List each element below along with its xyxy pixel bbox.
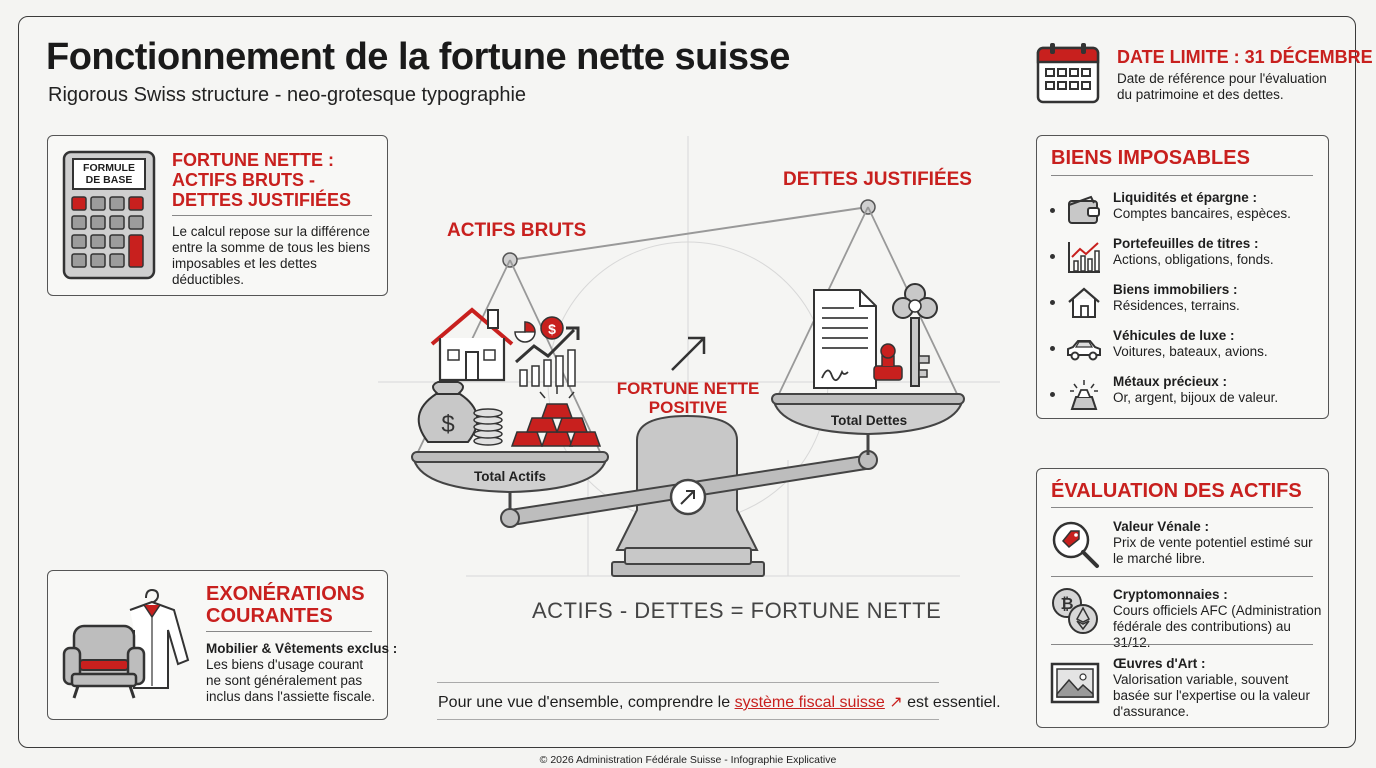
bullet bbox=[1050, 254, 1055, 259]
list-item: Véhicules de luxe : Voitures, bateaux, a… bbox=[1050, 328, 1320, 379]
gold-bars-icon bbox=[510, 403, 602, 447]
list-item: Liquidités et épargne : Comptes bancaire… bbox=[1050, 190, 1320, 241]
divider bbox=[1051, 175, 1313, 176]
assets-pan-label: Total Actifs bbox=[473, 469, 546, 484]
list-item: Biens immobiliers : Résidences, terrains… bbox=[1050, 282, 1320, 333]
biens-panel bbox=[1036, 135, 1329, 419]
divider bbox=[206, 631, 372, 632]
divider bbox=[1051, 644, 1313, 645]
debts-pan-label: Total Dettes bbox=[830, 413, 908, 428]
formula-title: FORTUNE NETTE : ACTIFS BRUTS - DETTES JU… bbox=[172, 150, 352, 210]
artwork-icon bbox=[1050, 662, 1100, 704]
calculator-label: FORMULE DE BASE bbox=[83, 162, 135, 186]
money-bag-icon: $ bbox=[417, 381, 503, 446]
item-label: Portefeuilles de titres : bbox=[1113, 236, 1259, 251]
debts-label: DETTES JUSTIFIÉES bbox=[783, 169, 972, 190]
bullet bbox=[1050, 300, 1055, 305]
page-title: Fonctionnement de la fortune nette suiss… bbox=[46, 36, 790, 78]
fiscal-system-link[interactable]: système fiscal suisse bbox=[734, 694, 885, 711]
note-text: Pour une vue d'ensemble, comprendre le bbox=[438, 694, 735, 711]
item-label: Valeur Vénale : bbox=[1113, 519, 1210, 534]
bullet bbox=[1050, 346, 1055, 351]
divider bbox=[172, 215, 372, 216]
note-text: est essentiel. bbox=[902, 694, 1001, 711]
biens-title: BIENS IMPOSABLES bbox=[1051, 147, 1250, 169]
crypto-icon: ₿ bbox=[1052, 588, 1098, 634]
formula-text: Le calcul repose sur la différence entre… bbox=[172, 224, 371, 287]
list-item: Portefeuilles de titres : Actions, oblig… bbox=[1050, 236, 1320, 287]
item-value: Voitures, bateaux, avions. bbox=[1113, 344, 1268, 359]
item-label: Liquidités et épargne : bbox=[1113, 190, 1258, 205]
deadline-title: DATE LIMITE : 31 DÉCEMBRE bbox=[1117, 47, 1373, 67]
bullet bbox=[1050, 392, 1055, 397]
chart-icon bbox=[1068, 242, 1100, 273]
divider bbox=[1051, 507, 1313, 508]
external-link-icon[interactable]: ↗ bbox=[884, 694, 903, 711]
item-value: Résidences, terrains. bbox=[1113, 298, 1240, 313]
item-value: Valorisation variable, souvent basée sur… bbox=[1113, 672, 1310, 719]
deadline-text: Date de référence pour l'évaluation du p… bbox=[1117, 71, 1327, 102]
house-icon bbox=[1068, 287, 1100, 318]
divider bbox=[437, 719, 939, 720]
balance-scale-illustration: $ $ bbox=[378, 136, 1000, 577]
wallet-icon bbox=[1068, 195, 1100, 224]
exonerations-label: Mobilier & Vêtements exclus : bbox=[206, 641, 398, 656]
gold-icon bbox=[1070, 380, 1098, 410]
divider bbox=[437, 682, 939, 683]
contract-icon bbox=[813, 289, 903, 389]
car-icon bbox=[1067, 340, 1101, 361]
exonerations-text: Les biens d'usage courant ne sont généra… bbox=[206, 657, 376, 704]
item-value: Prix de vente potentiel estimé sur le ma… bbox=[1113, 535, 1313, 566]
result-label: FORTUNE NETTE POSITIVE bbox=[616, 379, 760, 417]
svg-text:$: $ bbox=[548, 321, 556, 337]
list-item: Métaux précieux : Or, argent, bijoux de … bbox=[1050, 374, 1320, 425]
evaluation-title: ÉVALUATION DES ACTIFS bbox=[1051, 480, 1302, 502]
item-label: Biens immobiliers : bbox=[1113, 282, 1238, 297]
bullet bbox=[1050, 208, 1055, 213]
magnifier-tag-icon bbox=[1052, 521, 1099, 568]
armchair-shirt-icon bbox=[62, 588, 190, 699]
calculator-icon bbox=[62, 150, 156, 280]
exonerations-title: EXONÉRATIONS COURANTES bbox=[206, 583, 365, 627]
item-label: Œuvres d'Art : bbox=[1113, 656, 1206, 671]
item-label: Véhicules de luxe : bbox=[1113, 328, 1235, 343]
calendar-icon bbox=[1036, 43, 1100, 104]
item-value: Actions, obligations, fonds. bbox=[1113, 252, 1274, 267]
up-right-arrow-icon bbox=[671, 336, 706, 371]
equation: ACTIFS - DETTES = FORTUNE NETTE bbox=[532, 598, 942, 623]
item-label: Cryptomonnaies : bbox=[1113, 587, 1228, 602]
footer: © 2026 Administration Fédérale Suisse - … bbox=[539, 754, 837, 766]
svg-text:₿: ₿ bbox=[1060, 595, 1073, 613]
house-icon bbox=[430, 307, 514, 382]
divider bbox=[1051, 576, 1313, 577]
item-value: Cours officiels AFC (Administration fédé… bbox=[1113, 603, 1322, 650]
svg-text:$: $ bbox=[441, 411, 454, 438]
assets-label: ACTIFS BRUTS bbox=[447, 220, 587, 241]
page-subtitle: Rigorous Swiss structure - neo-grotesque… bbox=[48, 84, 527, 106]
item-value: Comptes bancaires, espèces. bbox=[1113, 206, 1291, 221]
item-value: Or, argent, bijoux de valeur. bbox=[1113, 390, 1279, 405]
item-label: Métaux précieux : bbox=[1113, 374, 1228, 389]
bottom-note: Pour une vue d'ensemble, comprendre le s… bbox=[438, 692, 1001, 712]
key-icon bbox=[892, 283, 938, 387]
growth-chart-icon: $ bbox=[514, 316, 580, 387]
